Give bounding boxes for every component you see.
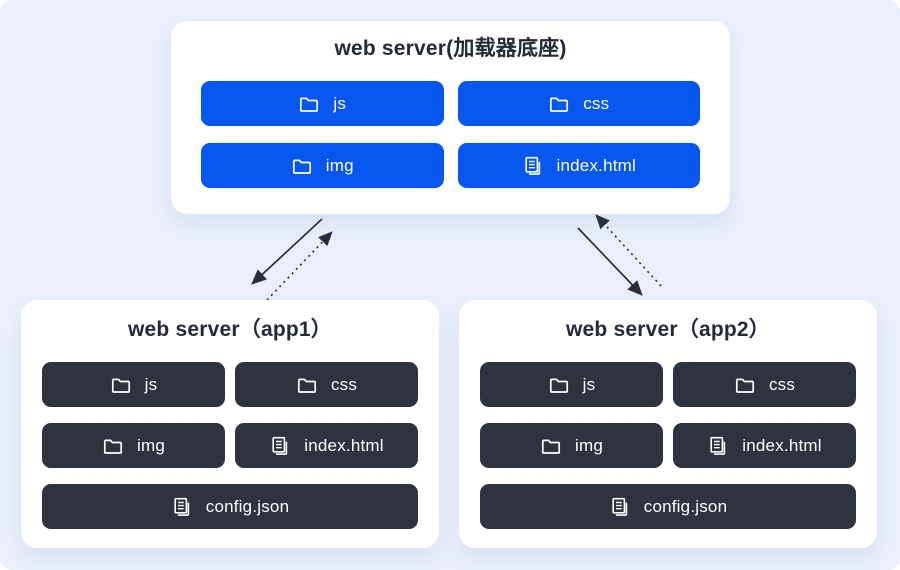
server-title-app1: web server（app1）: [128, 318, 332, 341]
folder-icon: [548, 93, 570, 115]
folder-icon: [102, 435, 124, 457]
chip-label: img: [137, 435, 165, 455]
chip-app2-js: js: [480, 362, 663, 407]
server-card-base: web server(加载器底座) js css img index.html: [171, 21, 730, 214]
folder-icon: [548, 374, 570, 396]
server-title-app2: web server（app2）: [566, 318, 770, 341]
chip-label: config.json: [205, 496, 290, 516]
chip-app1-js: js: [42, 362, 225, 407]
chip-app2-index-html: index.html: [673, 423, 856, 468]
file-icon: [707, 435, 729, 457]
chip-label: config.json: [643, 496, 728, 516]
file-grid-app1: js css img index.html config.json: [42, 362, 418, 529]
chip-app2-img: img: [480, 423, 663, 468]
chip-label: index.html: [556, 155, 636, 175]
chip-label: img: [575, 435, 603, 455]
chip-base-css: css: [457, 81, 700, 126]
file-icon: [171, 496, 193, 518]
chip-app2-config-json: config.json: [480, 484, 856, 529]
chip-label: img: [325, 155, 354, 175]
chip-app1-index-html: index.html: [235, 423, 418, 468]
chip-label: js: [582, 374, 596, 394]
file-grid-base: js css img index.html: [201, 81, 700, 188]
folder-icon: [540, 435, 562, 457]
chip-label: js: [333, 93, 347, 113]
chip-base-index-html: index.html: [457, 143, 700, 188]
folder-icon: [298, 93, 320, 115]
arrow-base-to-app1: [251, 218, 323, 285]
chip-label: index.html: [742, 435, 822, 455]
chip-label: css: [583, 93, 610, 113]
chip-label: css: [768, 374, 796, 394]
folder-icon: [110, 374, 132, 396]
chip-app1-css: css: [235, 362, 418, 407]
arrow-base-to-app2: [577, 227, 643, 296]
server-card-app1: web server（app1） js css img index.html c…: [21, 300, 439, 548]
file-grid-app2: js css img index.html config.json: [480, 362, 856, 529]
chip-app2-css: css: [673, 362, 856, 407]
server-title-base: web server(加载器底座): [334, 37, 567, 60]
chip-base-js: js: [201, 81, 444, 126]
chip-base-img: img: [201, 143, 444, 188]
chip-app1-img: img: [42, 423, 225, 468]
chip-label: css: [330, 374, 358, 394]
server-card-app2: web server（app2） js css img index.html c…: [459, 300, 877, 548]
folder-icon: [296, 374, 318, 396]
chip-label: js: [144, 374, 158, 394]
chip-label: index.html: [304, 435, 384, 455]
chip-app1-config-json: config.json: [42, 484, 418, 529]
arrow-app2-to-base: [595, 214, 662, 287]
file-icon: [269, 435, 291, 457]
arrow-app1-to-base: [266, 231, 333, 301]
file-icon: [609, 496, 631, 518]
folder-icon: [291, 155, 313, 177]
folder-icon: [734, 374, 756, 396]
file-icon: [522, 155, 544, 177]
